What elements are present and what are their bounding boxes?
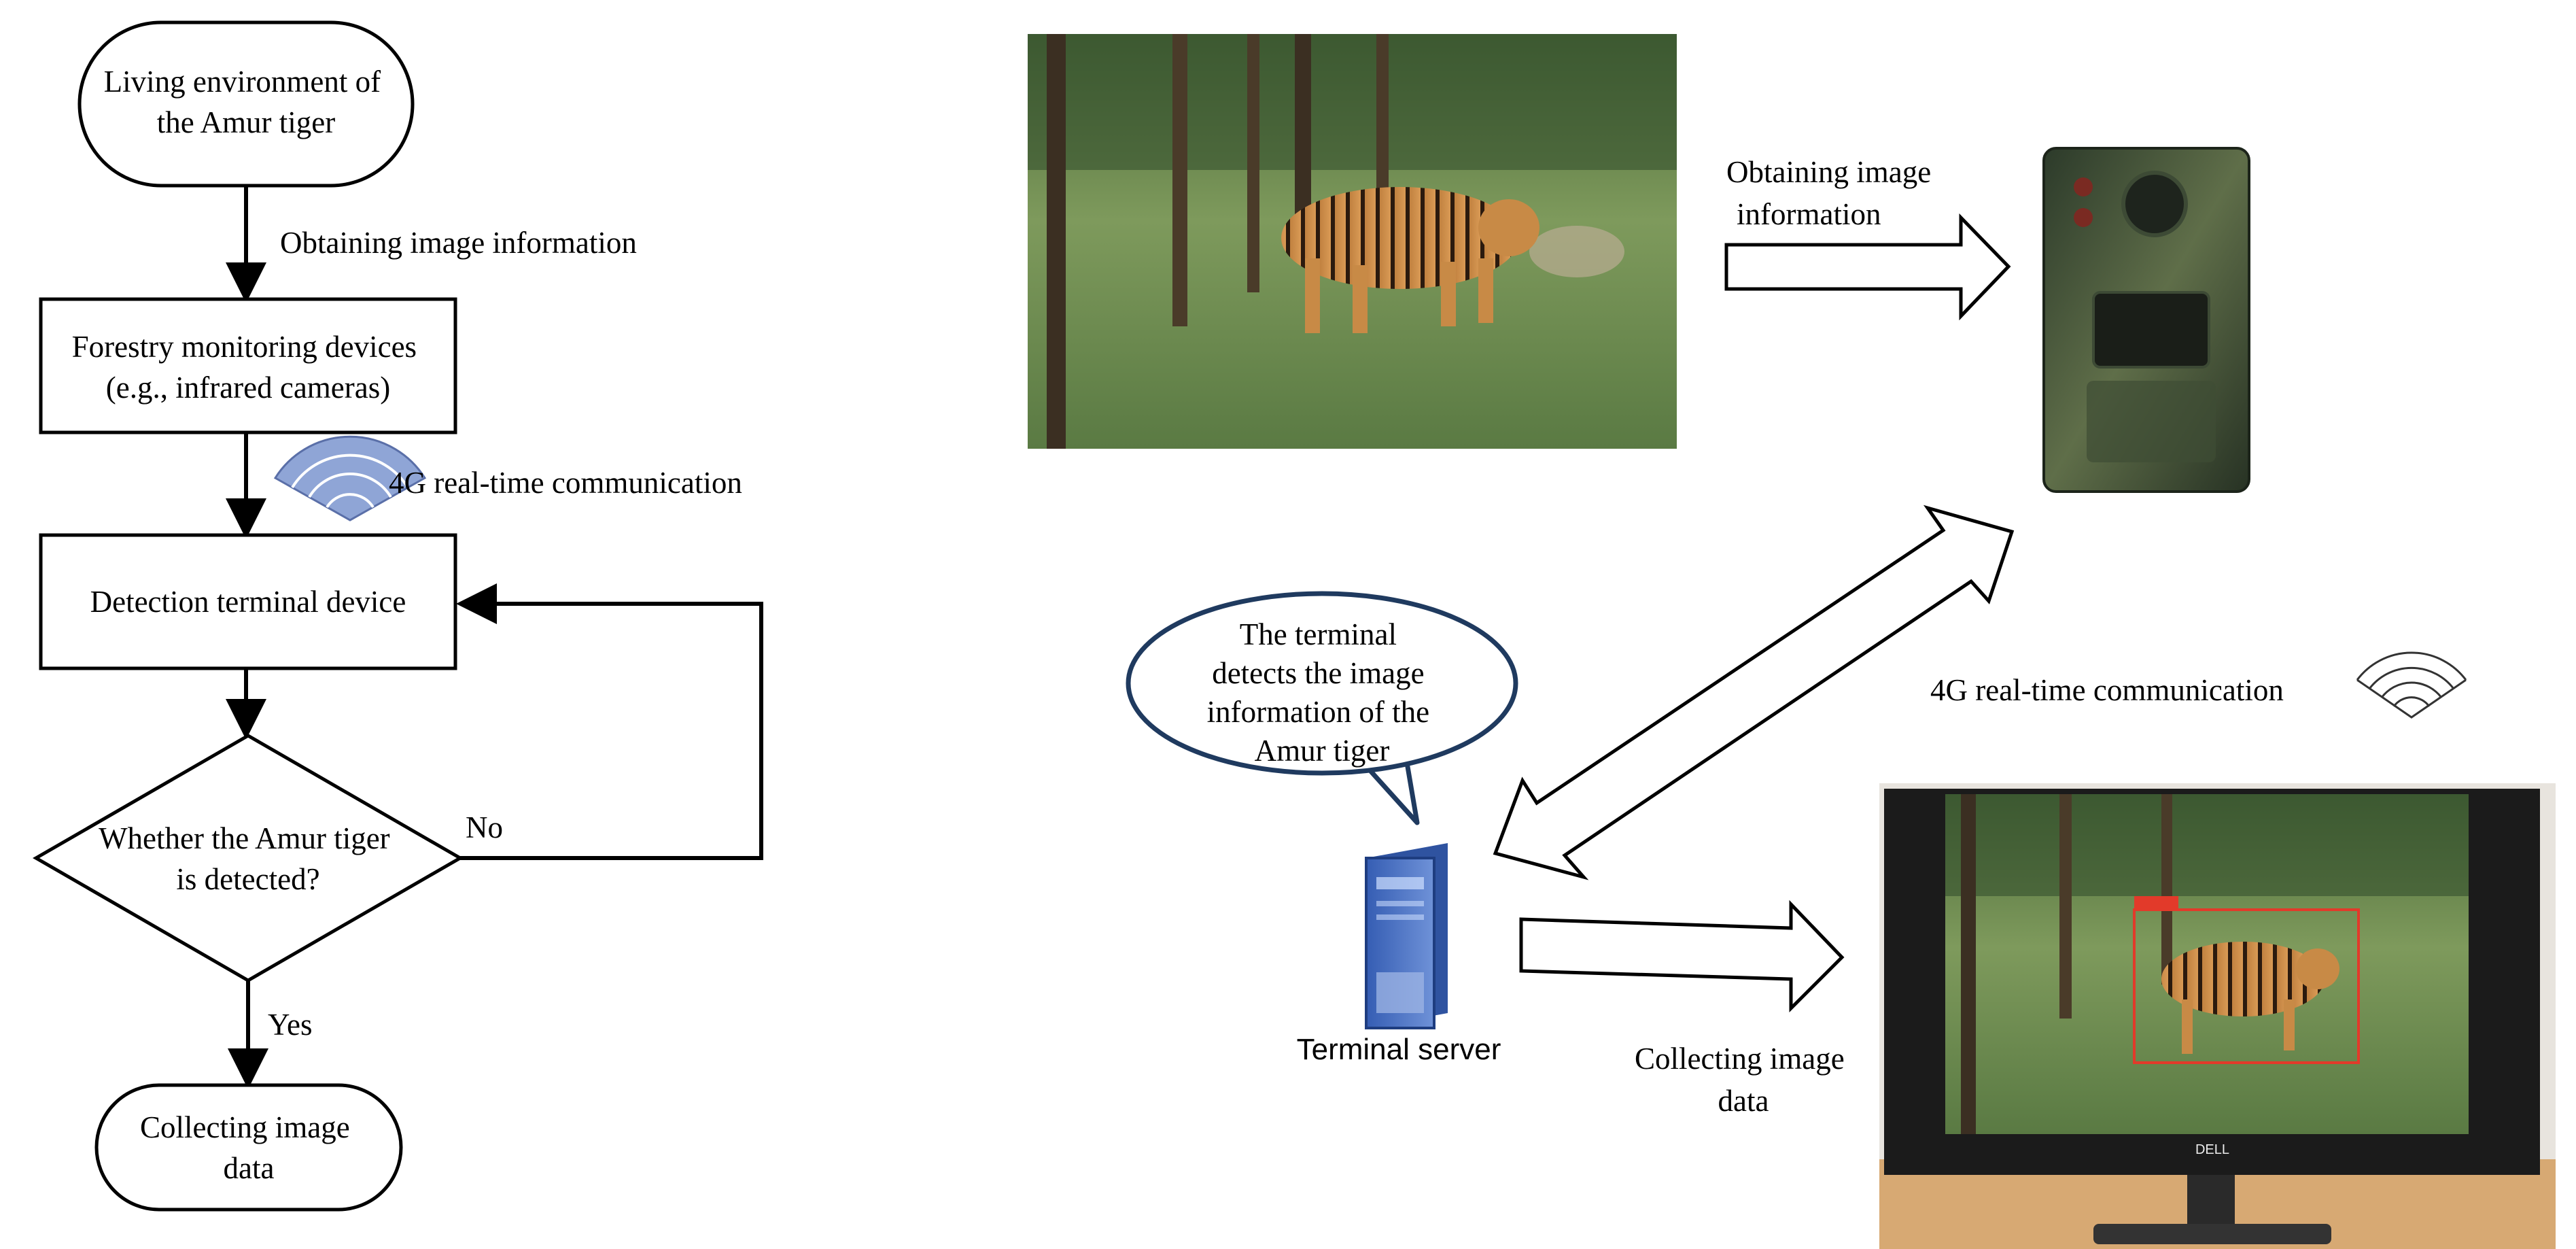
- edge-obtaining-label: Obtaining image information: [280, 226, 637, 260]
- speech-bubble: The terminal detects the image informati…: [1126, 591, 1518, 825]
- hollow-arrow-collecting: [1519, 900, 1845, 1013]
- detection-node: [39, 533, 457, 670]
- speech-label-line-4: Amur tiger: [1255, 734, 1390, 768]
- tiger-photo: [1028, 34, 1677, 449]
- speech-label-line-1: The terminal: [1240, 617, 1397, 651]
- hollow-double-arrow: [1493, 504, 2015, 880]
- infrared-camera: [2042, 147, 2250, 493]
- hollow-arrow-obtaining: [1724, 213, 2011, 321]
- decision-label-line-1: Whether the Amur tiger: [99, 821, 390, 855]
- decision-node: [32, 734, 464, 982]
- obtaining-label-line-2: information: [1737, 197, 1881, 231]
- monitor: DELL: [1879, 783, 2556, 1249]
- end-label-line-2: data: [224, 1151, 275, 1185]
- svg-text:Obtaining image informat: Obtaining image information: [1726, 155, 1938, 231]
- collecting-label-line-2: data: [1718, 1084, 1769, 1118]
- server-icon: [1365, 843, 1448, 1029]
- detection-bbox: [2133, 908, 2360, 1064]
- svg-text:Collecting image data: Collecting image data: [140, 1110, 358, 1185]
- svg-text:The terminal detects t: The terminal detects the image informati…: [1207, 617, 1438, 768]
- flowchart: Living environment of the Amur tiger Obt…: [32, 20, 763, 1212]
- monitor-brand: DELL: [2195, 1142, 2229, 1157]
- svg-text:Collecting image data: Collecting image data: [1635, 1042, 1852, 1118]
- detection-label: Detection terminal device: [90, 585, 406, 619]
- tiger-figure: [1281, 187, 1539, 333]
- edge-no-label: No: [466, 810, 503, 844]
- edge-yes-label: Yes: [268, 1008, 312, 1042]
- svg-text:Whether the Amur tiger i: Whether the Amur tiger is detected?: [99, 821, 398, 896]
- collecting-label-line-1: Collecting image: [1635, 1042, 1845, 1076]
- monitoring-label-line-1: Forestry monitoring devices: [72, 330, 417, 364]
- server-label: Terminal server: [1297, 1033, 1501, 1066]
- monitoring-node: [39, 297, 457, 434]
- end-node: [94, 1083, 403, 1212]
- start-label-line-2: the Amur tiger: [157, 105, 335, 139]
- detection-tag: [2134, 896, 2178, 910]
- monitor-tiger-figure: [2161, 942, 2339, 1054]
- wifi-icon-outline: [2356, 651, 2467, 719]
- end-label-line-1: Collecting image: [140, 1110, 350, 1144]
- svg-text:Forestry monitoring devices: Forestry monitoring devices (e.g., infra…: [72, 330, 425, 405]
- decision-label-line-2: is detected?: [176, 862, 319, 896]
- svg-text:Living environment of th: Living environment of the Amur tiger: [104, 65, 389, 139]
- monitoring-label-line-2: (e.g., infrared cameras): [106, 371, 391, 405]
- illustration: Obtaining image information 4G real-time…: [1028, 34, 2556, 1249]
- start-node: [77, 20, 415, 188]
- speech-label-line-3: information of the: [1207, 695, 1429, 729]
- comm-label: 4G real-time communication: [1930, 673, 2284, 707]
- speech-label-line-2: detects the image: [1212, 656, 1424, 690]
- start-label-line-1: Living environment of: [104, 65, 381, 99]
- edge-4g-label: 4G real-time communication: [389, 466, 742, 500]
- wifi-icon: [273, 435, 427, 521]
- edge-no-loop: [456, 583, 763, 860]
- obtaining-label-line-1: Obtaining image: [1726, 155, 1931, 189]
